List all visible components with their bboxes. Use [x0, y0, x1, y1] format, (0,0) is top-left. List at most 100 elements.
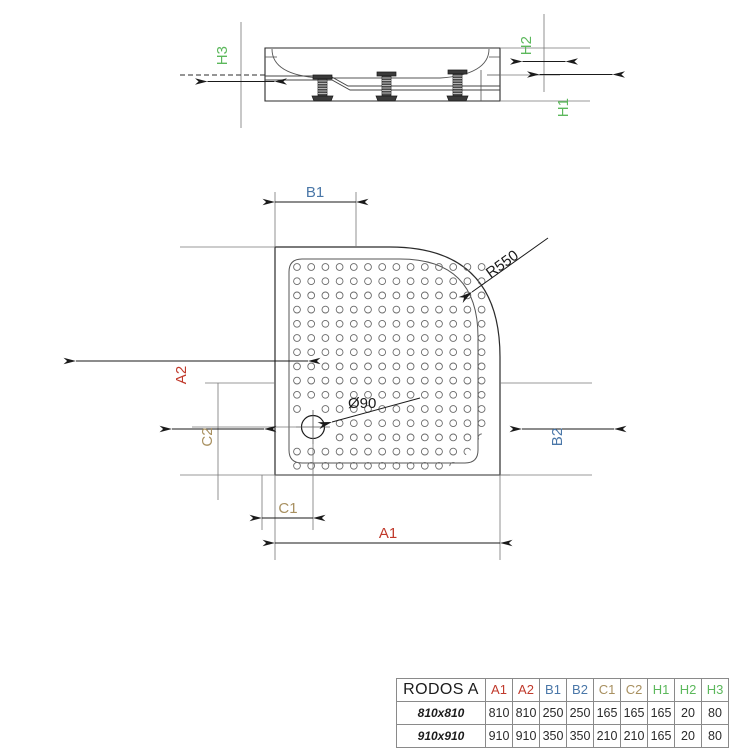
anti-slip-dot	[392, 447, 401, 456]
spec-value-b2: 250	[566, 701, 594, 725]
anti-slip-dot	[449, 334, 458, 342]
spec-value-h3: 80	[701, 724, 729, 748]
anti-slip-dot	[477, 334, 486, 342]
anti-slip-dot	[335, 319, 344, 328]
anti-slip-dot	[435, 291, 443, 300]
anti-slip-dot	[364, 433, 372, 442]
anti-slip-dot	[463, 362, 472, 371]
spec-row-model: 810x810	[396, 701, 486, 725]
anti-slip-dot	[378, 305, 387, 314]
anti-slip-dot	[364, 419, 372, 428]
anti-slip-dot	[307, 376, 316, 385]
spec-value-b2: 350	[566, 724, 594, 748]
anti-slip-dot	[364, 334, 372, 342]
anti-slip-dot	[293, 277, 301, 286]
anti-slip-dot	[364, 348, 372, 357]
anti-slip-dot	[349, 291, 358, 300]
anti-slip-dot	[307, 348, 316, 357]
spec-col-header-a2: A2	[512, 678, 540, 702]
anti-slip-dot	[392, 291, 401, 300]
anti-slip-dot	[392, 334, 401, 342]
anti-slip-dot	[406, 319, 415, 328]
anti-slip-dot	[321, 277, 330, 286]
label-c2: C2	[199, 427, 216, 446]
anti-slip-dot	[435, 447, 443, 456]
spec-value-a1: 810	[485, 701, 513, 725]
spec-value-a1: 910	[485, 724, 513, 748]
anti-slip-dot	[477, 348, 486, 357]
anti-slip-dot	[435, 419, 443, 428]
anti-slip-dot	[307, 334, 316, 342]
anti-slip-dot	[477, 461, 486, 470]
anti-slip-dot	[335, 405, 344, 413]
anti-slip-dot	[349, 277, 358, 286]
anti-slip-dot	[378, 419, 387, 428]
anti-slip-dot	[406, 334, 415, 342]
anti-slip-dot	[420, 334, 429, 342]
anti-slip-dot	[307, 447, 316, 456]
anti-slip-dot	[463, 263, 472, 271]
anti-slip-dot	[293, 334, 301, 342]
anti-slip-dot	[378, 263, 387, 271]
label-h3: H3	[214, 46, 231, 65]
anti-slip-dot	[449, 376, 458, 385]
anti-slip-dot	[349, 305, 358, 314]
anti-slip-dot	[378, 390, 387, 399]
leg	[446, 69, 469, 102]
anti-slip-dot	[406, 277, 415, 286]
anti-slip-dot	[392, 461, 401, 470]
spec-value-h2: 20	[674, 701, 702, 725]
anti-slip-dot	[293, 447, 301, 456]
anti-slip-dot	[435, 405, 443, 413]
anti-slip-dot	[406, 447, 415, 456]
anti-slip-dot	[335, 263, 344, 271]
anti-slip-dot	[364, 447, 372, 456]
spec-col-header-c1: C1	[593, 678, 621, 702]
label-h2: H2	[518, 36, 535, 55]
anti-slip-dot	[392, 376, 401, 385]
anti-slip-dot	[477, 305, 486, 314]
anti-slip-dot	[449, 405, 458, 413]
anti-slip-dot	[378, 277, 387, 286]
spec-value-c1: 210	[593, 724, 621, 748]
anti-slip-dot	[406, 362, 415, 371]
anti-slip-dot	[449, 390, 458, 399]
anti-slip-dot	[449, 319, 458, 328]
anti-slip-dot	[406, 390, 415, 399]
anti-slip-dot	[463, 447, 472, 456]
label-b2: B2	[549, 428, 566, 446]
anti-slip-dot	[392, 319, 401, 328]
spec-value-b1: 350	[539, 724, 567, 748]
anti-slip-dot	[449, 433, 458, 442]
anti-slip-dot	[449, 291, 458, 300]
anti-slip-dot	[321, 390, 330, 399]
anti-slip-dot	[293, 319, 301, 328]
anti-slip-dot	[364, 390, 372, 399]
anti-slip-dot	[477, 362, 486, 371]
anti-slip-dot	[463, 405, 472, 413]
anti-slip-dot	[349, 419, 358, 428]
anti-slip-dot	[335, 334, 344, 342]
anti-slip-dot	[420, 419, 429, 428]
spec-value-h2: 20	[674, 724, 702, 748]
anti-slip-dot	[463, 305, 472, 314]
anti-slip-dot	[364, 305, 372, 314]
anti-slip-dot	[321, 348, 330, 357]
anti-slip-dot	[406, 348, 415, 357]
radius-leader	[458, 237, 549, 304]
anti-slip-dot	[349, 263, 358, 271]
anti-slip-dot	[477, 263, 486, 271]
anti-slip-dot	[378, 376, 387, 385]
anti-slip-dot	[435, 305, 443, 314]
anti-slip-dot	[349, 334, 358, 342]
anti-slip-dot	[349, 447, 358, 456]
anti-slip-dot	[420, 305, 429, 314]
spec-table-model-header: RODOS A	[396, 678, 486, 702]
anti-slip-dot	[420, 390, 429, 399]
spec-value-c1: 165	[593, 701, 621, 725]
anti-slip-dot	[364, 362, 372, 371]
anti-slip-dot	[349, 319, 358, 328]
adjustable-legs	[311, 69, 469, 102]
